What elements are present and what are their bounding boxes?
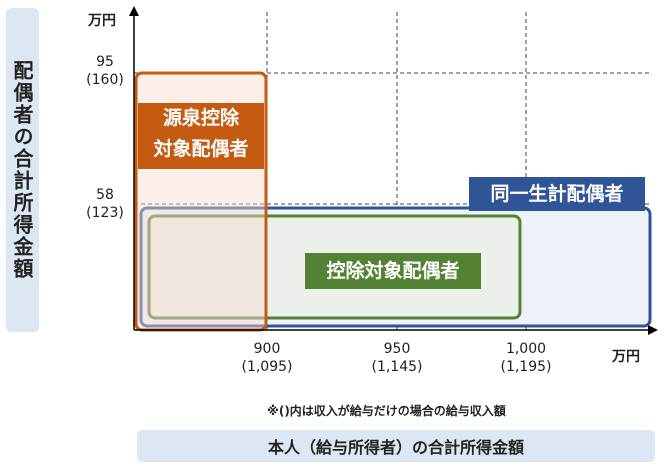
- x-tick-950-sub: (1,145): [371, 359, 423, 375]
- x-axis-title-box: 本人（給与所得者）の合計所得金額: [137, 430, 655, 462]
- x-axis-arrow: [648, 325, 658, 335]
- x-tick-1000: 1,000 (1,195): [491, 340, 561, 376]
- x-axis-title: 本人（給与所得者）の合計所得金額: [267, 438, 524, 457]
- y-axis-title-box: 配偶者の合計所得金額: [6, 8, 39, 332]
- y-tick-95: 95 (160): [82, 53, 128, 89]
- x-tick-1000-value: 1,000: [505, 341, 547, 357]
- doitsu-label: 同一生計配偶者: [469, 177, 645, 211]
- y-tick-58-sub: (123): [86, 205, 124, 221]
- x-tick-900-sub: (1,095): [241, 359, 293, 375]
- x-tick-950-value: 950: [383, 341, 411, 357]
- y-axis-unit: 万円: [88, 13, 116, 29]
- y-tick-95-value: 95: [96, 54, 114, 70]
- y-tick-58: 58 (123): [82, 186, 128, 222]
- gensen-label-line1: 源泉控除: [162, 107, 239, 129]
- x-tick-900: 900 (1,095): [232, 340, 302, 376]
- y-tick-95-sub: (160): [86, 72, 124, 88]
- gensen-label: 源泉控除 対象配偶者: [138, 103, 264, 169]
- x-tick-900-value: 900: [253, 341, 281, 357]
- x-tick-1000-sub: (1,195): [500, 359, 552, 375]
- y-tick-58-value: 58: [96, 187, 114, 203]
- footnote: ※()内は収入が給与だけの場合の給与収入額: [267, 404, 506, 418]
- kojo-label: 控除対象配偶者: [305, 253, 481, 289]
- x-axis-unit: 万円: [612, 349, 640, 365]
- y-axis-title: 配偶者の合計所得金額: [10, 60, 34, 280]
- x-tick-950: 950 (1,145): [362, 340, 432, 376]
- y-axis-arrow: [129, 6, 139, 16]
- gensen-label-line2: 対象配偶者: [153, 138, 249, 160]
